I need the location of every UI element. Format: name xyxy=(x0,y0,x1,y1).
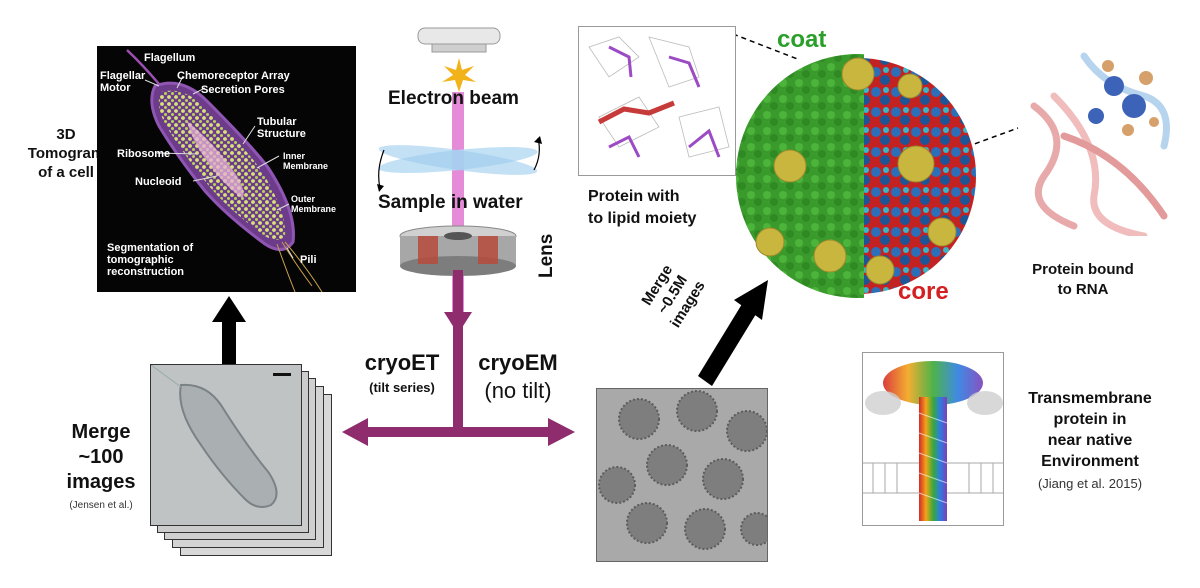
label-segmentation-line-2: tomographic xyxy=(107,254,174,266)
transmembrane-inset xyxy=(862,352,1004,526)
label-ribosome: Ribosome xyxy=(117,148,171,160)
protein-lipid-label: Protein with to lipid moiety xyxy=(588,186,696,230)
label-inner-membrane: Inner Membrane xyxy=(283,151,328,171)
merge-diagonal-arrow xyxy=(698,280,768,386)
tomogram-up-arrow xyxy=(212,296,246,364)
sample-in-water-label: Sample in water xyxy=(378,192,523,213)
sample-in-water-disc xyxy=(377,136,542,192)
protein-rna-structure xyxy=(1030,52,1170,236)
merge-100-line-3: images xyxy=(66,471,136,493)
tomogram-segmentation-panel: Flagellum Flagellar Motor Chemoreceptor … xyxy=(97,46,356,292)
transmembrane-line-1: Transmembrane xyxy=(1028,390,1152,407)
cryoem-micrograph xyxy=(596,388,768,562)
label-flagellar-motor-line-1: Flagellar xyxy=(100,70,146,82)
merge-100-line-2: ~100 xyxy=(78,446,124,468)
cryoet-subtitle: (tilt series) xyxy=(369,380,435,395)
cryoem-subtitle: (no tilt) xyxy=(484,378,552,403)
label-secretion-pores: Secretion Pores xyxy=(201,84,285,96)
cell-micrograph xyxy=(151,365,291,508)
label-tubular-structure-line-1: Tubular xyxy=(257,116,297,128)
tilt-frame-front xyxy=(150,364,302,526)
protein-rna-line-1: Protein bound xyxy=(1032,261,1134,278)
cryoet-title: cryoET xyxy=(364,350,440,375)
beam-stem-arrowhead xyxy=(444,312,472,334)
label-flagellar-motor-line-2: Motor xyxy=(100,82,131,94)
beam-stem xyxy=(453,270,463,436)
dashed-line-lipid-1 xyxy=(732,33,801,61)
label-pili: Pili xyxy=(300,254,317,266)
left-arrowhead xyxy=(342,418,368,446)
label-segmentation-line-3: reconstruction xyxy=(107,266,185,278)
electron-beam-label: Electron beam xyxy=(388,88,519,109)
protein-lipid-line-2: to lipid moiety xyxy=(588,210,697,227)
coat-label: coat xyxy=(777,26,827,53)
label-inner-membrane-line-1: Inner xyxy=(283,151,306,161)
virus-particles-micrograph xyxy=(598,390,767,550)
transmembrane-line-3: near native xyxy=(1047,432,1133,449)
nucleoid-region xyxy=(187,121,244,198)
label-outer-membrane: Outer Membrane xyxy=(291,194,336,214)
electron-gun-icon xyxy=(417,27,501,92)
label-flagellum: Flagellum xyxy=(144,52,196,64)
label-flagellar-motor: Flagellar Motor xyxy=(100,70,145,94)
transmembrane-line-4: Environment xyxy=(1041,453,1139,470)
core-label: core xyxy=(898,278,949,305)
label-outer-membrane-line-1: Outer xyxy=(291,194,316,204)
tomogram-side-label-line-3: of a cell xyxy=(38,164,94,181)
tomogram-side-label-line-1: 3D xyxy=(56,126,76,143)
cell-segmentation-illustration xyxy=(126,49,323,292)
split-bar xyxy=(360,427,556,437)
cryoem-label: cryoEM (no tilt) xyxy=(468,350,568,404)
cryoem-title: cryoEM xyxy=(478,350,558,375)
lipid-density-map xyxy=(588,36,730,158)
protein-rna-label: Protein bound to RNA xyxy=(1018,260,1148,300)
cryoet-label: cryoET (tilt series) xyxy=(356,350,448,395)
merge-100-label: Merge ~100 images xyxy=(55,420,147,495)
label-nucleoid: Nucleoid xyxy=(135,176,182,188)
transmembrane-structure xyxy=(863,361,1003,521)
lens-icon xyxy=(399,225,517,276)
merge-100-line-1: Merge xyxy=(71,421,131,443)
label-segmentation: Segmentation of tomographic reconstructi… xyxy=(107,242,193,278)
jensen-credit: (Jensen et al.) xyxy=(69,500,133,511)
tilt-series-stack xyxy=(150,364,335,564)
tomogram-side-label-line-2: Tomogram xyxy=(27,145,105,162)
label-tubular-structure: Tubular Structure xyxy=(257,116,306,140)
label-inner-membrane-line-2: Membrane xyxy=(283,161,329,171)
label-outer-membrane-line-2: Membrane xyxy=(291,204,337,214)
label-tubular-structure-line-2: Structure xyxy=(257,128,306,140)
flagellum-filament xyxy=(126,49,160,85)
protein-lipid-line-1: Protein with xyxy=(588,188,680,205)
transmembrane-label: Transmembrane protein in near native Env… xyxy=(1010,388,1170,472)
virus-capsid xyxy=(736,54,976,298)
lens-label: Lens xyxy=(536,233,557,278)
tomogram-side-label: 3D Tomogram of a cell xyxy=(20,125,112,182)
protein-rna-line-2: to RNA xyxy=(1057,281,1109,298)
lipid-moiety-inset xyxy=(578,26,736,176)
label-chemoreceptor-array: Chemoreceptor Array xyxy=(177,70,290,82)
pili-filaments xyxy=(276,241,323,292)
transmembrane-line-2: protein in xyxy=(1053,411,1127,428)
label-segmentation-line-1: Segmentation of xyxy=(107,242,194,254)
jiang-credit: (Jiang et al. 2015) xyxy=(1037,476,1143,491)
right-arrowhead xyxy=(548,418,575,446)
